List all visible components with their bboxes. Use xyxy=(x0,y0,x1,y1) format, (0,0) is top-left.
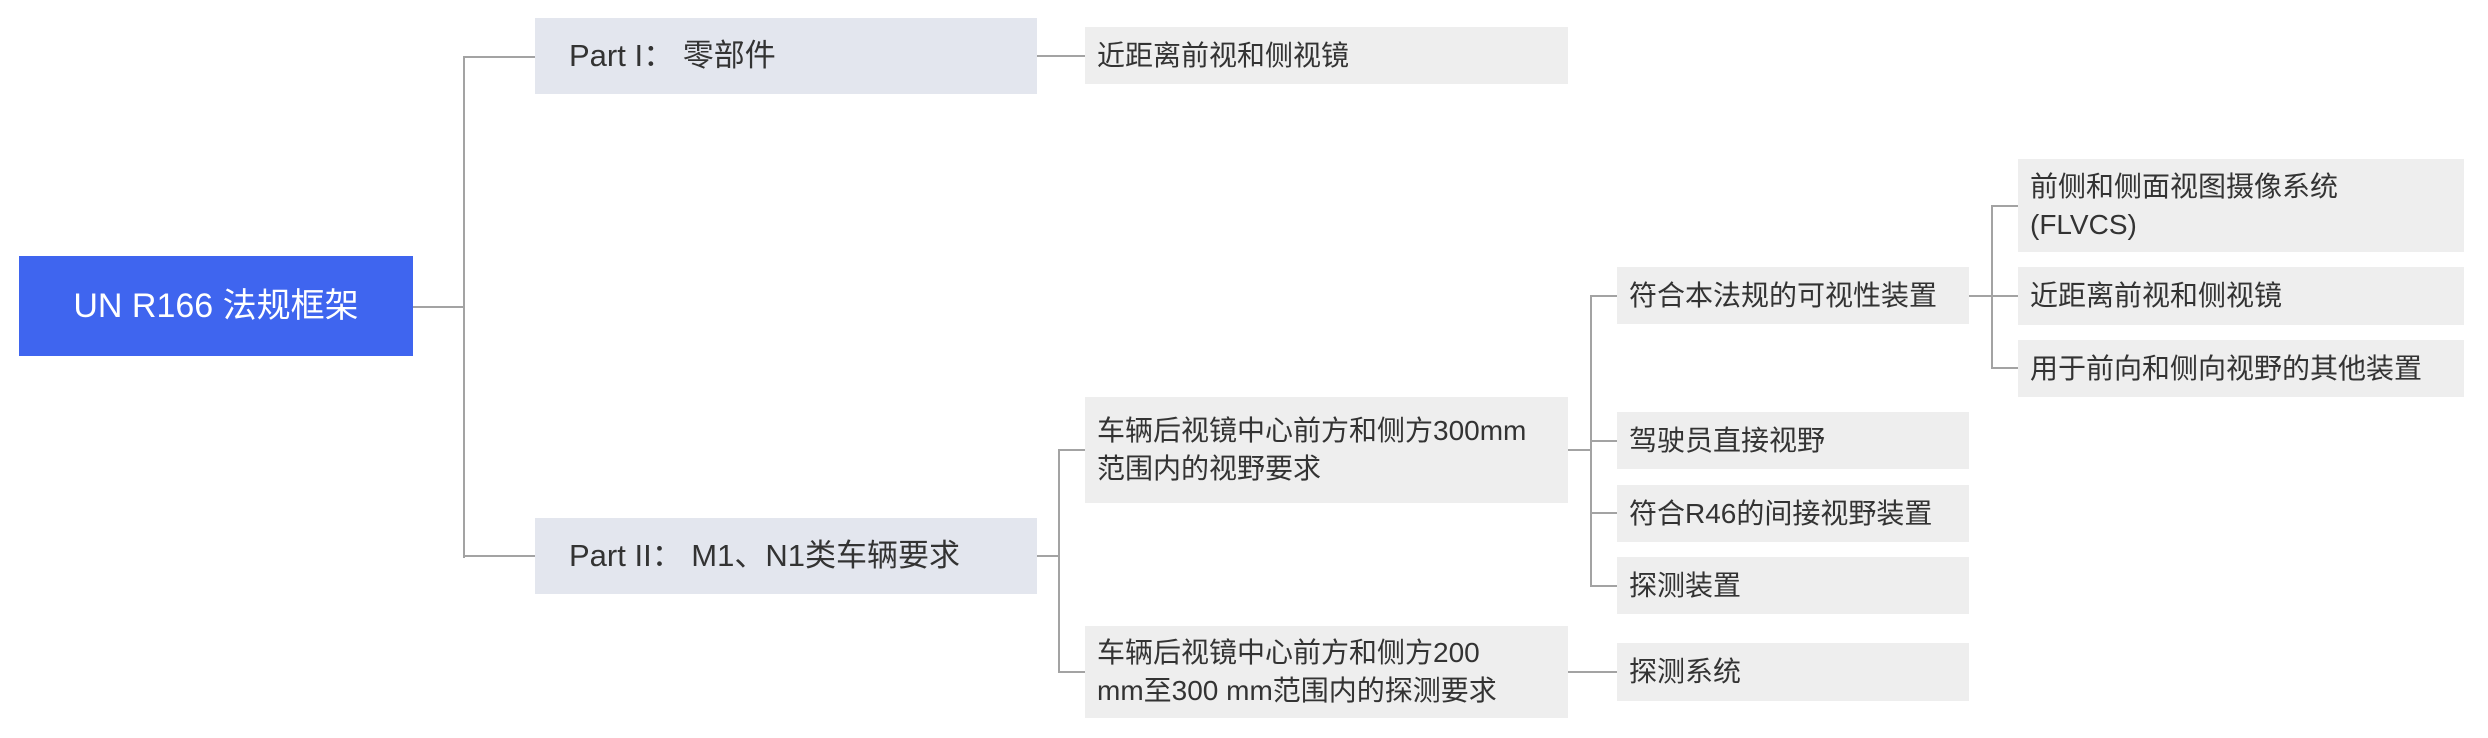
field-of-view-300mm-node[interactable]: 车辆后视镜中心前方和侧方300mm 范围内的视野要求 xyxy=(1085,397,1568,503)
node-label: 用于前向和侧向视野的其他装置 xyxy=(2030,352,2423,384)
part-1-close-range-mirror-node[interactable]: 近距离前视和侧视镜 xyxy=(1085,27,1568,84)
other-devices-node[interactable]: 用于前向和侧向视野的其他装置 xyxy=(2018,340,2464,397)
connector xyxy=(1991,295,2018,297)
connector xyxy=(1058,449,1085,451)
connector xyxy=(463,56,465,558)
node-label: 前侧和侧面视图摄像系统 (FLVCS) xyxy=(2030,170,2339,240)
node-label: 车辆后视镜中心前方和侧方300mm 范围内的视野要求 xyxy=(1097,415,1527,484)
node-label: 探测装置 xyxy=(1629,569,1742,601)
detection-system-node[interactable]: 探测系统 xyxy=(1617,643,1969,701)
connector xyxy=(1058,449,1060,673)
close-range-mirror-node[interactable]: 近距离前视和侧视镜 xyxy=(2018,267,2464,325)
connector xyxy=(463,555,535,557)
connector xyxy=(1991,367,2018,369)
r46-indirect-vision-device-node[interactable]: 符合R46的间接视野装置 xyxy=(1617,485,1969,542)
connector xyxy=(1568,671,1617,673)
part-2-label: Part II： M1、N1类车辆要求 xyxy=(569,538,960,573)
node-label: 近距离前视和侧视镜 xyxy=(2030,280,2283,311)
node-label: 探测系统 xyxy=(1629,656,1742,687)
connector xyxy=(1590,585,1617,587)
node-label: 符合本法规的可视性装置 xyxy=(1629,279,1938,311)
detection-200-300mm-node[interactable]: 车辆后视镜中心前方和侧方200 mm至300 mm范围内的探测要求 xyxy=(1085,626,1568,718)
driver-direct-view-node[interactable]: 驾驶员直接视野 xyxy=(1617,412,1969,469)
connector xyxy=(1037,555,1060,557)
node-label: 车辆后视镜中心前方和侧方200 mm至300 mm范围内的探测要求 xyxy=(1097,637,1497,706)
connector xyxy=(1037,55,1085,57)
node-label: 符合R46的间接视野装置 xyxy=(1629,497,1933,529)
part-1-label: Part I： 零部件 xyxy=(569,38,776,73)
connector xyxy=(1590,295,1617,297)
part-1-node[interactable]: Part I： 零部件 xyxy=(535,18,1037,94)
node-label: 近距离前视和侧视镜 xyxy=(1097,39,1350,71)
connector xyxy=(413,306,465,308)
flvcs-node[interactable]: 前侧和侧面视图摄像系统 (FLVCS) xyxy=(2018,159,2464,252)
compliant-visibility-device-node[interactable]: 符合本法规的可视性装置 xyxy=(1617,267,1969,324)
connector xyxy=(463,56,535,58)
connector xyxy=(1969,295,1993,297)
connector xyxy=(1590,512,1617,514)
part-2-node[interactable]: Part II： M1、N1类车辆要求 xyxy=(535,518,1037,594)
connector xyxy=(1991,205,2018,207)
root-node[interactable]: UN R166 法规框架 xyxy=(19,256,413,356)
connector xyxy=(1590,440,1617,442)
root-node-label: UN R166 法规框架 xyxy=(73,287,359,325)
detection-device-node[interactable]: 探测装置 xyxy=(1617,557,1969,614)
connector xyxy=(1058,671,1085,673)
node-label: 驾驶员直接视野 xyxy=(1629,424,1826,456)
connector xyxy=(1991,205,1993,369)
connector xyxy=(1568,449,1592,451)
